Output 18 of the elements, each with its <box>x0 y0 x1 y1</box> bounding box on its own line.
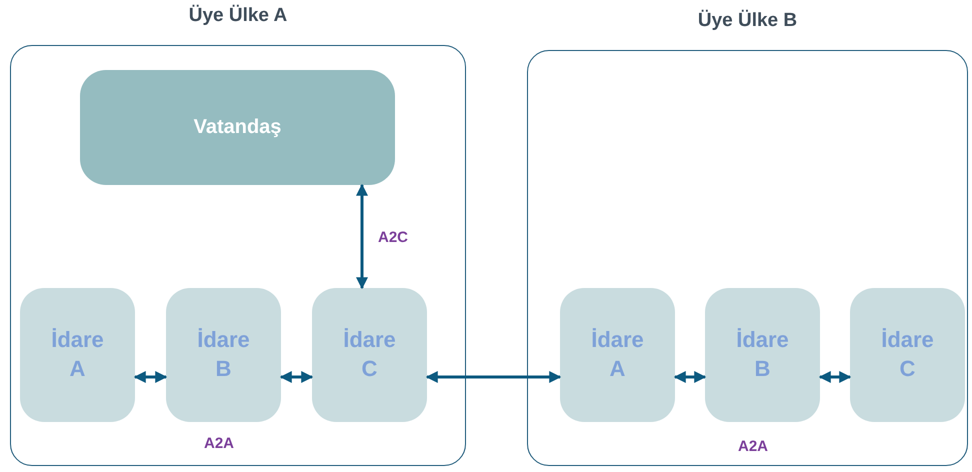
double-arrow <box>674 371 706 383</box>
office-box: İdare A <box>560 288 675 422</box>
double-arrow <box>280 371 314 383</box>
citizen-box: Vatandaş <box>80 70 395 185</box>
office-box: İdare C <box>312 288 427 422</box>
double-arrow <box>356 184 368 290</box>
edge-label: A2C <box>378 228 408 246</box>
office-box: İdare B <box>166 288 281 422</box>
double-arrow <box>134 371 168 383</box>
double-arrow <box>426 371 562 383</box>
office-box: İdare C <box>850 288 965 422</box>
office-box: İdare B <box>705 288 820 422</box>
group-heading: Üye Ülke B <box>696 10 798 32</box>
interaction-label: A2A <box>738 438 768 455</box>
double-arrow <box>818 371 852 383</box>
office-box: İdare A <box>20 288 135 422</box>
group-heading: Üye Ülke A <box>188 5 288 27</box>
interaction-label: A2A <box>204 435 234 452</box>
